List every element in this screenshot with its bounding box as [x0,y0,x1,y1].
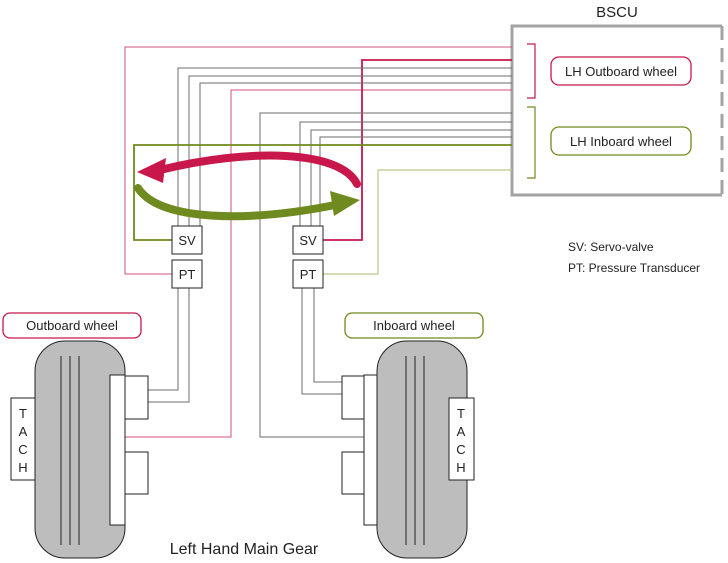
cross-arrow-green-head-icon [330,191,360,216]
inboard-tach-c: C [456,442,465,457]
inboard-wheel-label: Inboard wheel [373,318,455,333]
outboard-pt-label: PT [179,267,196,282]
inboard-bracket [527,106,536,179]
inboard-wheel-tag: Inboard wheel [344,312,484,339]
cross-arrow-red-head-icon [137,158,166,183]
outboard-pt-wire [124,46,512,275]
cross-arrow-green-icon [134,184,339,221]
outboard-gray-wire-1 [177,67,512,226]
inboard-wheel: T A C H [341,340,475,559]
outboard-wheel-tag: Outboard wheel [2,312,142,339]
outboard-tach-c: C [18,442,27,457]
inboard-tach-box [448,397,475,481]
lh-inboard-label: LH Inboard wheel [570,134,672,149]
outboard-brake-upper [124,375,149,420]
cross-arrow-red-icon [156,151,361,188]
outboard-tach-a: A [19,424,28,439]
inboard-gray-wire-2 [310,129,512,226]
inboard-tach-h: H [456,460,465,475]
inboard-pt-down-1 [301,288,342,395]
outboard-pt-box: PT [171,259,203,289]
lh-outboard-label: LH Outboard wheel [565,64,677,79]
inboard-sv-red-wire [323,59,512,241]
outboard-tach-h: H [18,460,27,475]
inboard-tach-gray-wire [259,112,512,438]
outboard-hub-upper [109,374,126,526]
outboard-tach-box [10,397,37,481]
inboard-sv-label: SV [299,233,317,248]
outboard-pt-down-2 [148,288,190,403]
diagram-caption: Left Hand Main Gear [170,541,319,558]
inboard-brake-lower [341,451,365,495]
outboard-wheel: T A C H [10,340,149,559]
inboard-sv-box: SV [292,225,324,255]
legend-sv: SV: Servo-valve [568,240,654,254]
outboard-sv-green-wire [133,144,512,241]
bscu-box [510,24,722,197]
legend-pt: PT: Pressure Transducer [568,261,700,275]
outboard-sv-label: SV [178,233,196,248]
bscu-unit: BSCU [510,4,724,197]
inboard-gray-wire-1 [299,121,512,226]
inboard-pt-down-2 [313,288,342,383]
inboard-tach-t: T [457,406,465,421]
lh-outboard-tag: LH Outboard wheel [550,56,692,86]
outboard-sv-box: SV [171,225,203,255]
outboard-bracket [527,43,536,99]
outboard-gray-wire-2 [188,75,512,226]
inboard-pt-green-wire [323,169,512,275]
inboard-pt-box: PT [292,259,324,289]
outboard-tach-t: T [19,406,27,421]
outboard-wheel-label: Outboard wheel [26,318,118,333]
bscu-title: BSCU [596,4,638,21]
outboard-pt-down-1 [148,288,179,391]
inboard-gray-wire-3 [319,136,512,226]
inboard-tach-a: A [457,424,466,439]
outboard-brake-lower [124,451,149,495]
inboard-pt-label: PT [300,267,317,282]
outboard-gray-wire-3 [199,82,512,226]
lh-inboard-tag: LH Inboard wheel [550,126,692,156]
inboard-brake-upper [341,375,365,420]
outboard-tach-wire [125,89,512,438]
